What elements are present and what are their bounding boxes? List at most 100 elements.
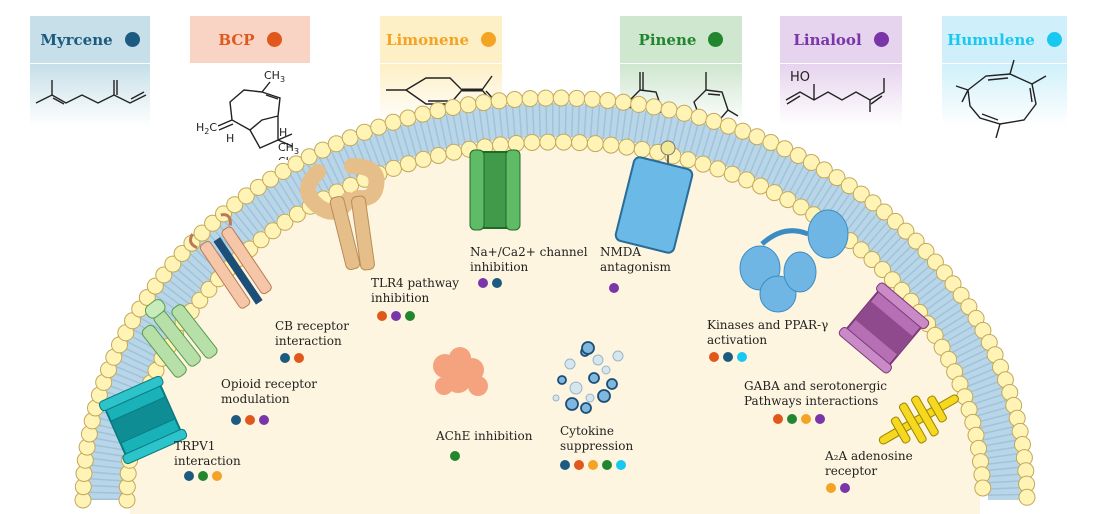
phospholipid-heads bbox=[74, 89, 1036, 509]
humulene-header: Humulene bbox=[942, 16, 1067, 63]
lipid-head bbox=[399, 155, 417, 173]
lipid-head bbox=[262, 170, 280, 188]
linalool-structure-bg bbox=[780, 64, 902, 126]
lipid-head bbox=[675, 104, 693, 122]
humulene-dot bbox=[616, 460, 626, 470]
lipid-head bbox=[173, 245, 191, 262]
lipid-head bbox=[690, 108, 708, 126]
linalool-dot bbox=[840, 483, 850, 493]
lipid-head bbox=[264, 222, 282, 240]
pinene-header: Pinene bbox=[620, 16, 742, 63]
opioid-dots bbox=[231, 415, 269, 425]
cytokine-particle bbox=[588, 372, 600, 384]
lipid-head bbox=[586, 135, 604, 153]
tlr4-receptor bbox=[300, 158, 385, 271]
limonene-dot bbox=[588, 460, 598, 470]
lipid-head bbox=[537, 89, 555, 107]
bcp-h-left: H bbox=[226, 132, 234, 145]
cytokine-particle bbox=[597, 389, 611, 403]
cb-receptor bbox=[188, 213, 272, 309]
cytokine-particle bbox=[581, 341, 595, 355]
lipid-head bbox=[507, 135, 525, 152]
tlr4-dots bbox=[377, 311, 415, 321]
lipid-head bbox=[602, 136, 620, 154]
lipid-head bbox=[792, 198, 810, 216]
gaba-dots bbox=[773, 414, 825, 424]
myrcene-header: Myrcene bbox=[30, 16, 150, 63]
lipid-head bbox=[874, 261, 891, 278]
cytokine-particle bbox=[565, 397, 579, 411]
bcp-dot bbox=[377, 311, 387, 321]
pinene-dot bbox=[450, 451, 460, 461]
nmda-receptor bbox=[614, 140, 694, 254]
lipid-head bbox=[355, 123, 373, 141]
lipid-head bbox=[571, 134, 588, 152]
lipid-head bbox=[599, 92, 617, 109]
bcp-dot bbox=[245, 415, 255, 425]
na-ca-dots bbox=[478, 278, 502, 288]
lipid-head bbox=[630, 95, 648, 113]
a2a-receptor bbox=[878, 394, 959, 445]
lipid-head bbox=[399, 109, 417, 127]
lipid-head bbox=[552, 89, 570, 107]
lipid-head bbox=[802, 154, 820, 171]
linalool-ho: HO bbox=[790, 70, 810, 85]
lipid-head bbox=[506, 91, 524, 108]
bcp-dot bbox=[773, 414, 783, 424]
opioid-receptor bbox=[141, 299, 218, 378]
lipid-head bbox=[709, 160, 727, 178]
cytokine-particle bbox=[569, 381, 583, 395]
myrcene-dot bbox=[560, 460, 570, 470]
lipid-head bbox=[492, 136, 509, 154]
lipid-head bbox=[852, 241, 870, 259]
cytokine-dots bbox=[560, 460, 626, 470]
pinene-dot bbox=[198, 471, 208, 481]
bcp-ch3-b: CH3 bbox=[278, 155, 299, 160]
lipid-head bbox=[618, 138, 636, 156]
myrcene-dot bbox=[492, 278, 502, 288]
lipid-head bbox=[776, 140, 794, 158]
humulene-name: Humulene bbox=[947, 30, 1035, 49]
lipid-head bbox=[155, 266, 173, 284]
lipid-head bbox=[974, 479, 992, 497]
ache-enzyme bbox=[433, 347, 488, 396]
myrcene-name: Myrcene bbox=[40, 30, 113, 49]
lipid-head bbox=[475, 94, 493, 112]
lipid-head bbox=[789, 147, 807, 164]
cytokine-particle bbox=[557, 375, 567, 385]
humulene-structure bbox=[955, 59, 1047, 139]
linalool-header: Linalool bbox=[780, 16, 902, 63]
humulene-dot bbox=[1046, 32, 1062, 47]
cb-dots bbox=[280, 353, 304, 363]
lipid-head bbox=[341, 129, 359, 147]
pinene-dot bbox=[787, 414, 797, 424]
pinene-name: Pinene bbox=[638, 30, 697, 49]
limonene-dot bbox=[481, 32, 497, 47]
bcp-dot bbox=[709, 352, 719, 362]
linalool-dot bbox=[478, 278, 488, 288]
lipid-head bbox=[723, 165, 741, 183]
limonene-dot bbox=[826, 483, 836, 493]
lipid-head bbox=[660, 101, 678, 119]
lipid-head bbox=[200, 280, 218, 298]
linalool-dot bbox=[873, 32, 889, 47]
lipid-head bbox=[614, 93, 632, 111]
cytokine-particle bbox=[601, 365, 611, 375]
lipid-head bbox=[226, 196, 244, 214]
myrcene-dot bbox=[184, 471, 194, 481]
pinene-dot bbox=[602, 460, 612, 470]
limonene-header: Limonene bbox=[380, 16, 502, 63]
pinene-dot bbox=[405, 311, 415, 321]
lipid-head bbox=[840, 177, 858, 195]
trpv1-channel bbox=[98, 375, 188, 465]
lipid-head bbox=[191, 291, 209, 309]
lipid-head bbox=[249, 178, 267, 196]
